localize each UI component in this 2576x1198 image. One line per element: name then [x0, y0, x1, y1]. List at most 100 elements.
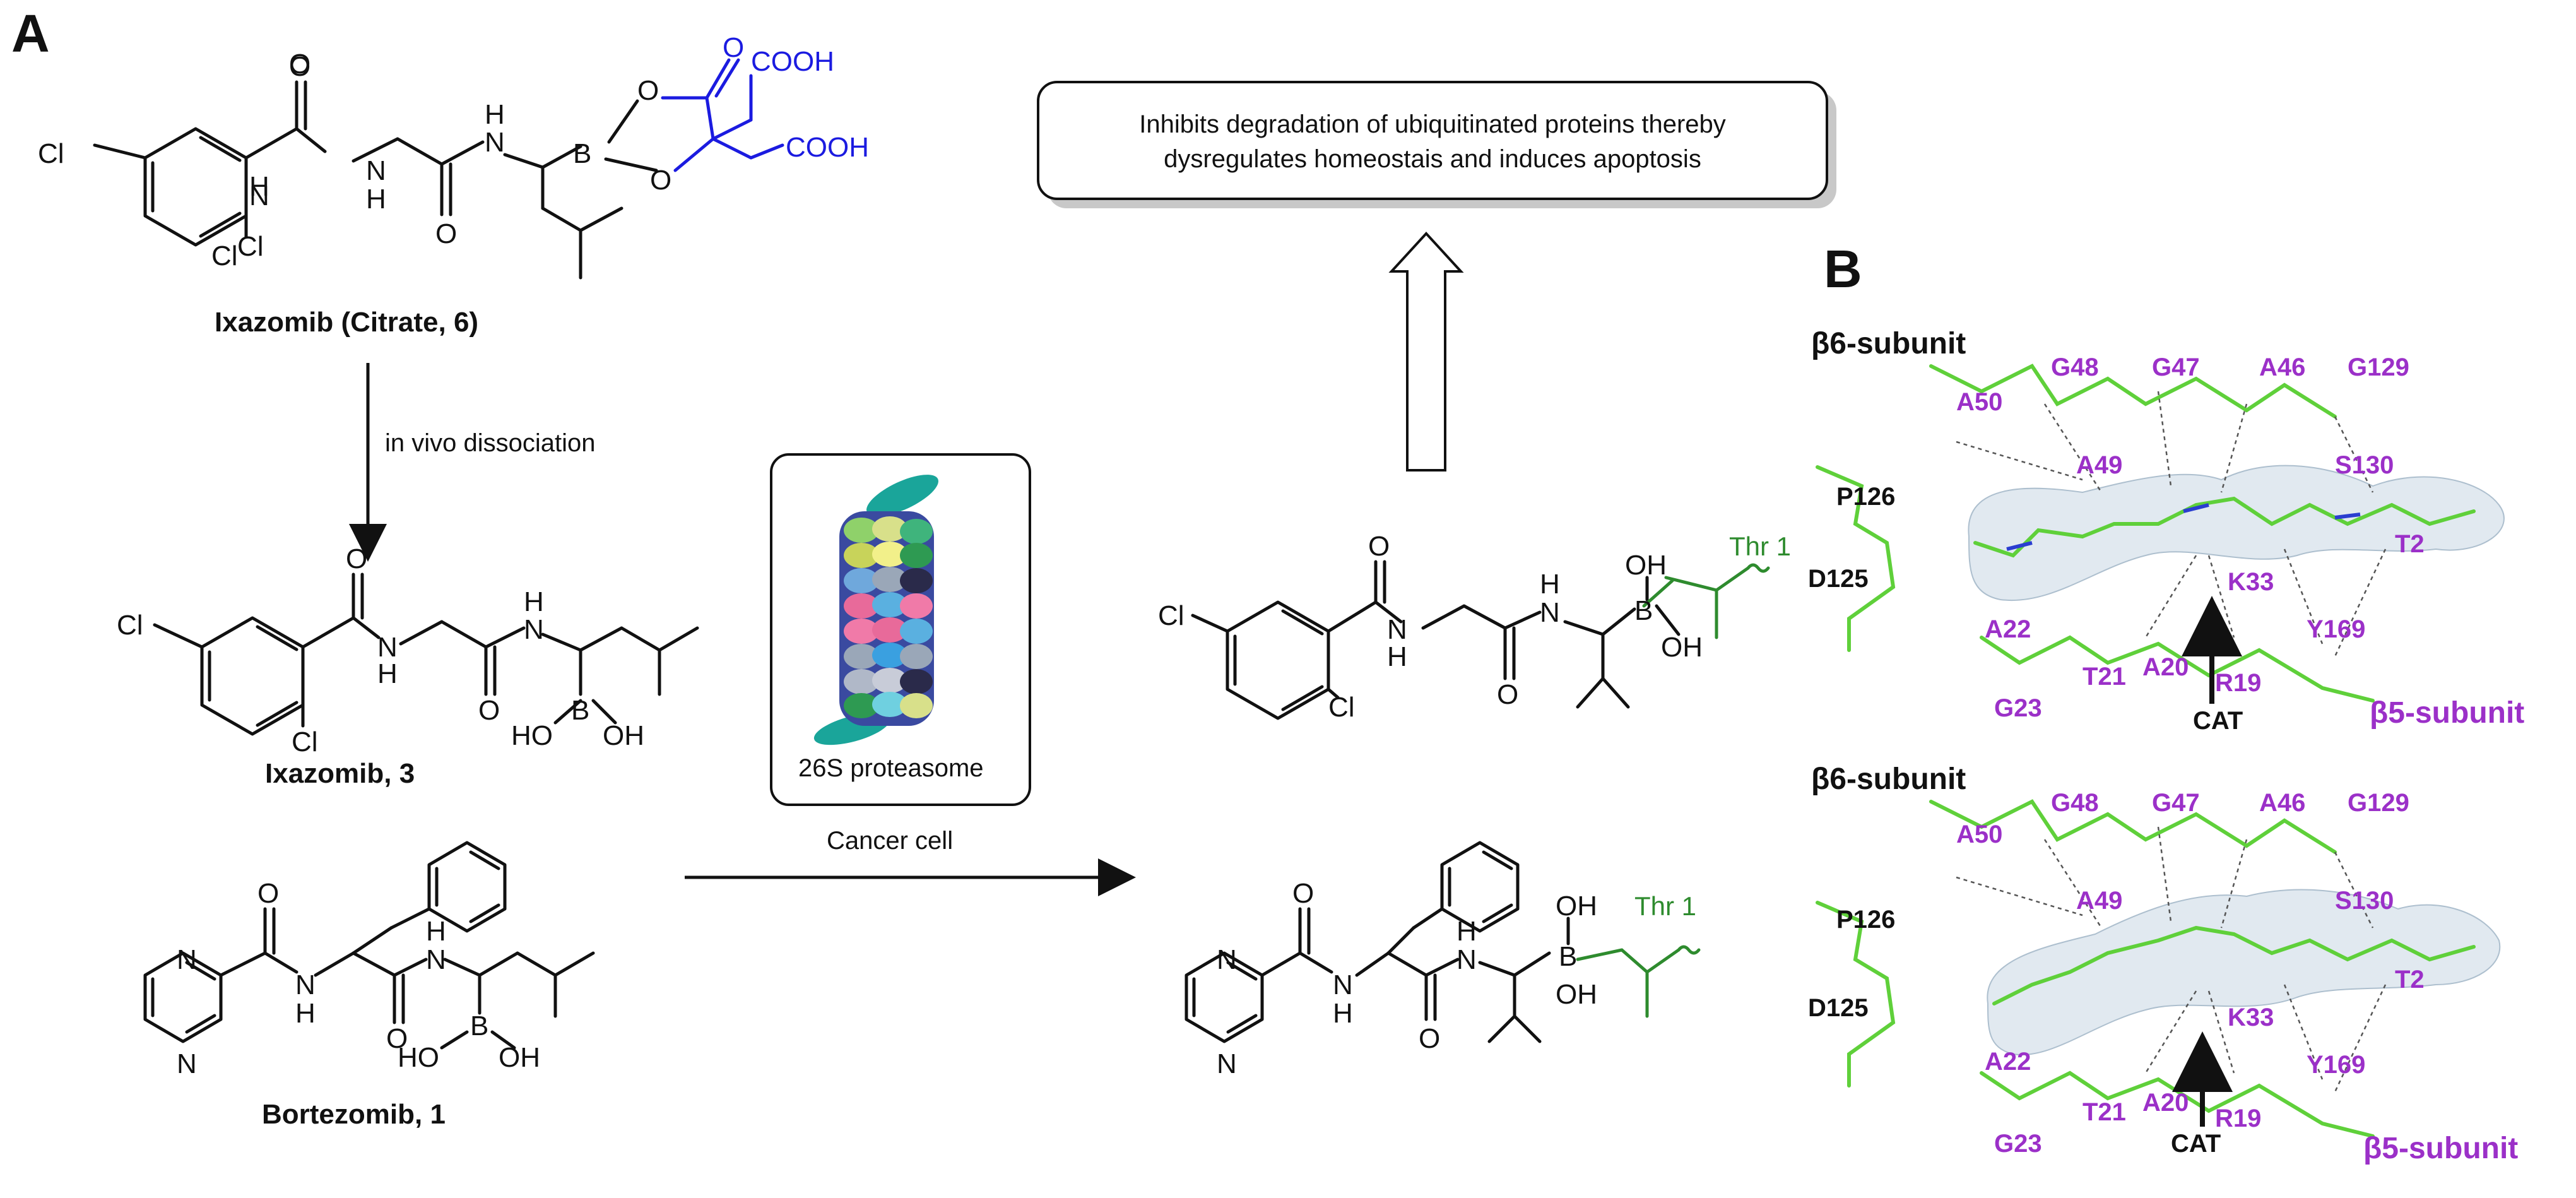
atom-o-i1: O: [346, 543, 367, 574]
res-a20-top: A20: [2142, 653, 2189, 681]
atom-h-badd-1: H: [1333, 998, 1353, 1029]
res-g48-bottom: G48: [2051, 789, 2099, 817]
atom-cl-a: Cl: [117, 610, 143, 641]
atom-b-b: B: [470, 1011, 488, 1041]
atom-o-i2: O: [478, 695, 500, 726]
res-a46-top: A46: [2259, 353, 2305, 381]
res-y169-top: Y169: [2307, 615, 2365, 643]
svg-text:N: N: [249, 181, 269, 211]
cat-label-bottom: CAT: [2171, 1130, 2221, 1158]
res-g23-bottom: G23: [1994, 1130, 2042, 1158]
res-g23-top: G23: [1994, 694, 2042, 722]
atom-cooh-2: COOH: [786, 132, 869, 163]
atom-ho-b: HO: [398, 1042, 439, 1073]
res-d125-bottom: D125: [1808, 994, 1869, 1022]
subunit-beta6-top: β6-subunit: [1811, 327, 1966, 360]
res-a49-top: A49: [2076, 451, 2122, 479]
atom-o-badd-1: O: [1292, 878, 1314, 909]
res-a50-top: A50: [1956, 388, 2002, 416]
atom-h-i2: H: [524, 586, 544, 617]
dissociation-label: in vivo dissociation: [385, 429, 596, 457]
res-a46-bottom: A46: [2259, 789, 2305, 817]
atom-n-amide1: N: [366, 155, 386, 186]
res-a22-top: A22: [1985, 615, 2031, 643]
res-s130-top: S130: [2335, 451, 2394, 479]
atom-oh-i: OH: [603, 720, 644, 751]
atom-n-badd-pz2: N: [1217, 1048, 1237, 1079]
atom-n-pz2: N: [177, 1048, 197, 1079]
crystal-structure-top: [1816, 364, 2505, 703]
res-k33-bottom: K33: [2228, 1004, 2274, 1031]
res-k33-top: K33: [2228, 568, 2274, 596]
cat-label-top: CAT: [2193, 707, 2243, 735]
atom-h-b1: H: [295, 998, 316, 1029]
hollow-up-arrow: [1388, 232, 1464, 471]
atom-h-badd-2: H: [1456, 916, 1477, 947]
res-p126-top: P126: [1836, 483, 1895, 511]
atom-n-badd-1: N: [1333, 970, 1353, 1000]
atom-b-badd: B: [1559, 941, 1577, 972]
atom-n-i2: N: [524, 614, 544, 645]
effect-line-1: Inhibits degradation of ubiquitinated pr…: [1139, 110, 1726, 138]
thr1-label-bottom: Thr 1: [1634, 891, 1696, 921]
atom-cl-ring-ortho: Cl: [237, 231, 264, 262]
atom-oh-badd-1: OH: [1556, 891, 1597, 922]
res-a20-bottom: A20: [2142, 1089, 2189, 1117]
svg-text:Cl: Cl: [211, 240, 238, 271]
thr1-sidechain-bottom: [1576, 945, 1701, 1018]
ixazomib-structure: [153, 572, 699, 736]
atom-o-adduct-2: O: [1497, 679, 1518, 710]
bortezomib-thr1-adduct: [1185, 841, 1570, 1043]
thr1-label-top: Thr 1: [1729, 531, 1791, 561]
proteasome-icon: [813, 475, 938, 745]
res-t2-bottom: T2: [2395, 966, 2425, 993]
res-r19-bottom: R19: [2215, 1105, 2261, 1132]
res-t21-top: T21: [2083, 663, 2126, 691]
crystal-structure-bottom: [1816, 799, 2501, 1138]
atom-ho-i: HO: [511, 720, 553, 751]
svg-text:H: H: [249, 171, 269, 202]
res-t21-bottom: T21: [2083, 1098, 2126, 1126]
cancer-cell-label: Cancer cell: [827, 827, 953, 855]
res-d125-top: D125: [1808, 565, 1869, 593]
atom-h-amide2: H: [485, 99, 505, 130]
proteasome-label: 26S proteasome: [798, 754, 984, 782]
atom-o-amide2: O: [435, 218, 457, 249]
atom-h-i1: H: [377, 658, 398, 689]
atom-oh-adduct-2: OH: [1661, 632, 1703, 663]
res-g47-bottom: G47: [2152, 789, 2200, 817]
atom-h-adduct-1: H: [1387, 641, 1407, 672]
atom-oh-badd-2: OH: [1556, 979, 1597, 1010]
atom-o-badd-2: O: [1419, 1023, 1440, 1054]
atom-b-adduct: B: [1634, 595, 1653, 626]
res-g129-bottom: G129: [2348, 789, 2409, 817]
res-r19-top: R19: [2215, 669, 2261, 697]
bortezomib-structure: [143, 841, 595, 1050]
panel-label-b: B: [1824, 239, 1862, 299]
atom-n-adduct-1: N: [1387, 614, 1407, 645]
atom-n-pz1: N: [177, 944, 197, 975]
atom-cl-b: Cl: [292, 727, 318, 757]
atom-b-i: B: [571, 695, 589, 726]
atom-o-adduct-1: O: [1368, 531, 1390, 562]
ixazomib-citrate-structure: Cl Cl O N H: [38, 51, 784, 280]
panel-label-a: A: [11, 4, 50, 63]
atom-b-citrate: B: [573, 138, 591, 169]
res-y169-bottom: Y169: [2307, 1051, 2365, 1079]
atom-h-adduct-2: H: [1540, 569, 1560, 600]
compound-label-ixazomib-citrate: Ixazomib (Citrate, 6): [215, 307, 478, 338]
atom-o-carbonyl-citrate: O: [723, 32, 744, 63]
atom-n-badd-pz1: N: [1217, 944, 1237, 975]
subunit-beta5-top: β5-subunit: [2370, 696, 2524, 730]
res-a49-bottom: A49: [2076, 887, 2122, 915]
atom-n-b2: N: [426, 944, 446, 975]
res-g48-top: G48: [2051, 353, 2099, 381]
atom-n-adduct-2: N: [1540, 597, 1560, 628]
atom-cl-adduct-a: Cl: [1158, 600, 1185, 631]
compound-label-bortezomib: Bortezomib, 1: [262, 1099, 446, 1130]
atom-h-b2: H: [426, 916, 446, 947]
atom-o-b1: O: [257, 878, 279, 909]
atom-n-badd-2: N: [1456, 944, 1477, 975]
res-a22-bottom: A22: [1985, 1048, 2031, 1076]
